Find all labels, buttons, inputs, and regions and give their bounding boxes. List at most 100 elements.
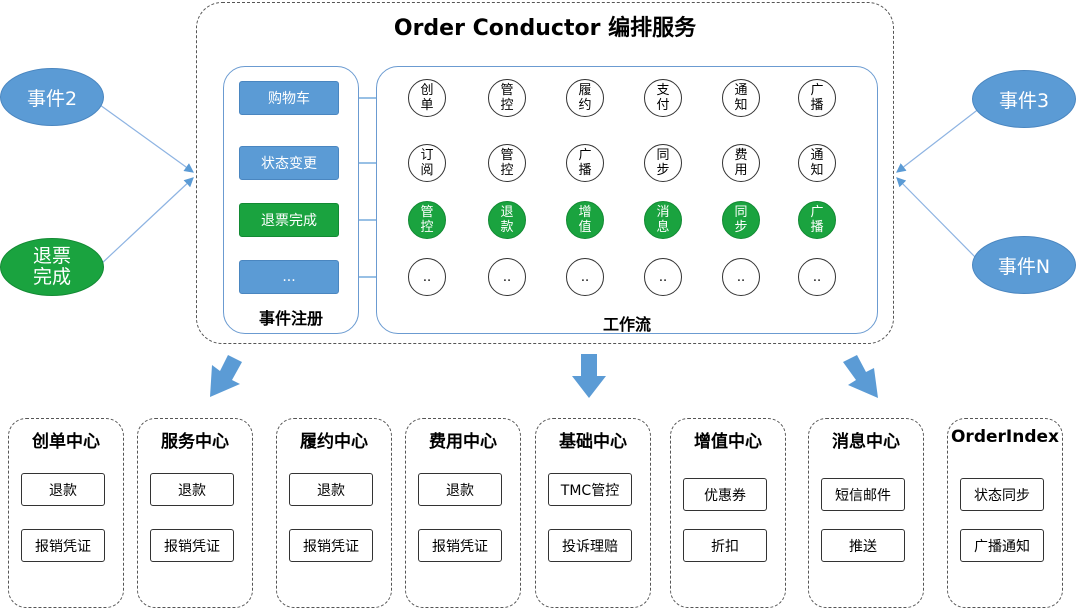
center-title: 服务中心 xyxy=(161,432,229,452)
registry-item-refund-complete[interactable]: 退票完成 xyxy=(239,203,339,237)
workflow-node-label: 广播 xyxy=(810,83,824,113)
center-service-button[interactable]: 报销凭证 xyxy=(21,529,105,562)
workflow-node-row3-2[interactable]: 退款 xyxy=(488,201,526,239)
workflow-node-row1-2[interactable]: 管控 xyxy=(488,79,526,117)
workflow-node-label: .. xyxy=(658,269,668,285)
event-2[interactable]: 事件2 xyxy=(0,68,104,126)
workflow-node-label: 管控 xyxy=(500,148,514,178)
event-n[interactable]: 事件N xyxy=(972,236,1076,294)
workflow-node-row2-3[interactable]: 广播 xyxy=(566,144,604,182)
workflow-node-row2-5[interactable]: 费用 xyxy=(722,144,760,182)
center-service-button[interactable]: 退款 xyxy=(21,473,105,506)
center-box-2: 服务中心退款报销凭证 xyxy=(137,418,253,608)
workflow-node-label: 创单 xyxy=(420,83,434,113)
center-box-3: 履约中心退款报销凭证 xyxy=(276,418,392,608)
refund-event-connector xyxy=(99,177,194,266)
workflow-label: 工作流 xyxy=(602,315,651,334)
workflow-node-label: 通知 xyxy=(810,148,824,178)
workflow-node-label: 履约 xyxy=(578,83,592,113)
workflow-node-row3-5[interactable]: 同步 xyxy=(722,201,760,239)
workflow-node-row4-4[interactable]: .. xyxy=(644,258,682,296)
workflow-node-label: 同步 xyxy=(656,148,670,178)
center-title: 增值中心 xyxy=(694,432,762,452)
event3-connector xyxy=(896,107,981,173)
conductor-title: Order Conductor 编排服务 xyxy=(393,16,697,41)
workflow-node-label: 管控 xyxy=(420,205,434,235)
center-box-8: OrderIndex 状态同步广播通知 xyxy=(947,418,1063,608)
center-title: 费用中心 xyxy=(429,432,497,452)
workflow-node-row3-4[interactable]: 消息 xyxy=(644,201,682,239)
workflow-node-label: 费用 xyxy=(734,148,748,178)
workflow-node-row2-2[interactable]: 管控 xyxy=(488,144,526,182)
workflow-node-label: 支付 xyxy=(656,83,670,113)
conductor-container xyxy=(196,2,894,344)
workflow-node-row4-6[interactable]: .. xyxy=(798,258,836,296)
center-box-6: 增值中心优惠券折扣 xyxy=(670,418,786,608)
workflow-node-label: 退款 xyxy=(500,205,514,235)
workflow-panel xyxy=(376,66,878,334)
center-title: 创单中心 xyxy=(32,432,100,452)
registry-item-more[interactable]: ... xyxy=(239,260,339,294)
workflow-node-row3-1[interactable]: 管控 xyxy=(408,201,446,239)
center-box-5: 基础中心 TMC管控投诉理赔 xyxy=(535,418,651,608)
workflow-node-label: .. xyxy=(502,269,512,285)
down-arrow-left xyxy=(210,355,242,397)
workflow-node-label: 通知 xyxy=(734,83,748,113)
workflow-node-row3-3[interactable]: 增值 xyxy=(566,201,604,239)
registry-item-cart[interactable]: 购物车 xyxy=(239,81,339,115)
center-service-button[interactable]: 短信邮件 xyxy=(821,478,905,511)
workflow-node-label: 广播 xyxy=(578,148,592,178)
center-service-button[interactable]: 投诉理赔 xyxy=(548,529,632,562)
registry-label: 事件注册 xyxy=(258,309,323,328)
workflow-node-label: 管控 xyxy=(500,83,514,113)
center-title: 基础中心 xyxy=(559,432,627,452)
workflow-node-label: .. xyxy=(422,269,432,285)
center-service-button[interactable]: 报销凭证 xyxy=(418,529,502,562)
workflow-node-row1-3[interactable]: 履约 xyxy=(566,79,604,117)
workflow-node-label: .. xyxy=(812,269,822,285)
registry-item-status-change[interactable]: 状态变更 xyxy=(239,146,339,180)
center-service-button[interactable]: 广播通知 xyxy=(960,529,1044,562)
center-service-button[interactable]: 推送 xyxy=(821,529,905,562)
center-service-button[interactable]: 折扣 xyxy=(683,529,767,562)
eventn-connector xyxy=(896,177,981,263)
center-service-button[interactable]: TMC管控 xyxy=(548,473,632,506)
event2-connector xyxy=(99,104,194,173)
workflow-node-label: 消息 xyxy=(656,205,670,235)
workflow-node-row1-4[interactable]: 支付 xyxy=(644,79,682,117)
event-refund-complete[interactable]: 退票完成 xyxy=(0,238,104,296)
center-service-button[interactable]: 优惠券 xyxy=(683,478,767,511)
center-box-4: 费用中心退款报销凭证 xyxy=(405,418,521,608)
workflow-node-label: 同步 xyxy=(734,205,748,235)
workflow-node-row3-6[interactable]: 广播 xyxy=(798,201,836,239)
center-service-button[interactable]: 退款 xyxy=(289,473,373,506)
center-service-button[interactable]: 报销凭证 xyxy=(289,529,373,562)
workflow-node-row1-6[interactable]: 广播 xyxy=(798,79,836,117)
center-box-7: 消息中心短信邮件推送 xyxy=(808,418,924,608)
workflow-node-row4-1[interactable]: .. xyxy=(408,258,446,296)
workflow-node-row2-6[interactable]: 通知 xyxy=(798,144,836,182)
workflow-node-row1-1[interactable]: 创单 xyxy=(408,79,446,117)
event-3[interactable]: 事件3 xyxy=(972,70,1076,128)
center-box-1: 创单中心退款报销凭证 xyxy=(8,418,124,608)
center-service-button[interactable]: 退款 xyxy=(418,473,502,506)
workflow-node-label: 增值 xyxy=(578,205,592,235)
down-arrow-right xyxy=(843,355,878,398)
workflow-node-label: .. xyxy=(580,269,590,285)
workflow-node-label: 广播 xyxy=(810,205,824,235)
center-title: 履约中心 xyxy=(300,432,368,452)
workflow-node-label: .. xyxy=(736,269,746,285)
center-service-button[interactable]: 报销凭证 xyxy=(150,529,234,562)
center-service-button[interactable]: 退款 xyxy=(150,473,234,506)
center-title: 消息中心 xyxy=(832,432,900,452)
workflow-node-row2-1[interactable]: 订阅 xyxy=(408,144,446,182)
workflow-node-row2-4[interactable]: 同步 xyxy=(644,144,682,182)
workflow-node-label: 订阅 xyxy=(420,148,434,178)
center-title: OrderIndex xyxy=(950,427,1059,447)
workflow-node-row4-3[interactable]: .. xyxy=(566,258,604,296)
workflow-node-row4-2[interactable]: .. xyxy=(488,258,526,296)
center-service-button[interactable]: 状态同步 xyxy=(960,478,1044,511)
workflow-node-row4-5[interactable]: .. xyxy=(722,258,760,296)
workflow-node-row1-5[interactable]: 通知 xyxy=(722,79,760,117)
event-refund-complete-label: 退票完成 xyxy=(32,245,71,288)
